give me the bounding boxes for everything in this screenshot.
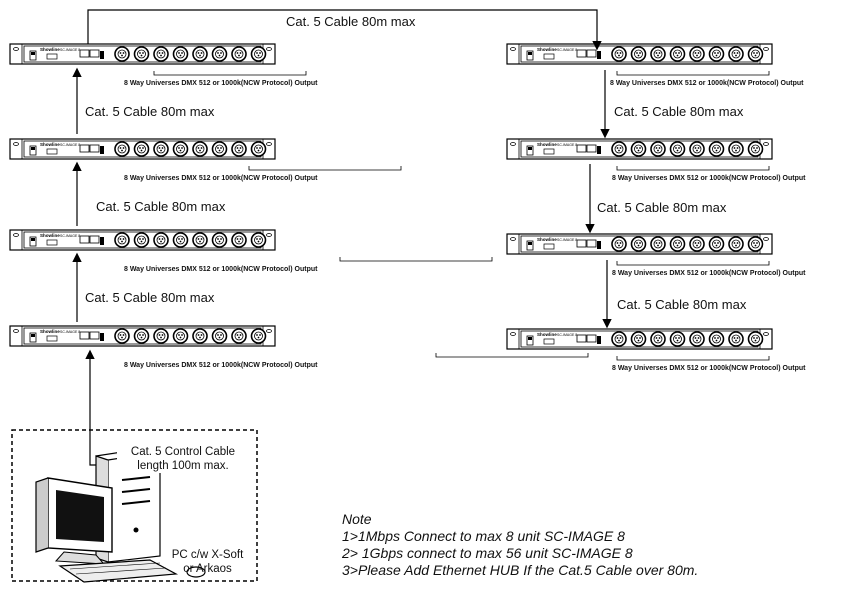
device-brand: Showline: [40, 329, 60, 334]
power-switch-icon: [526, 50, 534, 61]
ethernet-port-icon: [576, 239, 587, 248]
ethernet-port-icon: [586, 239, 597, 248]
ethernet-port-icon: [576, 144, 587, 153]
control-cable-line2: length 100m max.: [137, 460, 229, 472]
ethernet-port-icon: [89, 331, 100, 340]
device-model: SC-IMAGE 8: [60, 48, 80, 52]
device-model: SC-IMAGE 8: [60, 143, 80, 147]
note-block: Note 1>1Mbps Connect to max 8 unit SC-IM…: [342, 511, 698, 579]
cable-label-right-2: Cat. 5 Cable 80m max: [597, 200, 727, 215]
output-label-r3: 8 Way Universes DMX 512 or 1000k(NCW Pro…: [612, 270, 806, 277]
output-bracket: [616, 356, 770, 361]
output-label-l3: 8 Way Universes DMX 512 or 1000k(NCW Pro…: [124, 266, 318, 273]
pc-monitor-icon: [35, 477, 113, 565]
output-bracket: [616, 166, 770, 171]
output-label-l4: 8 Way Universes DMX 512 or 1000k(NCW Pro…: [124, 362, 318, 369]
output-label-r1: 8 Way Universes DMX 512 or 1000k(NCW Pro…: [610, 80, 804, 87]
device-brand: Showline: [40, 142, 60, 147]
ethernet-port-icon: [79, 331, 90, 340]
device-brand: Showline: [537, 237, 557, 242]
output-bracket: [616, 261, 770, 266]
note-title: Note: [342, 511, 372, 527]
note-line-2: 2> 1Gbps connect to max 56 unit SC-IMAGE…: [342, 545, 633, 561]
ethernet-port-icon: [79, 144, 90, 153]
ethernet-port-icon: [586, 49, 597, 58]
pc-mouse-icon: [186, 566, 206, 578]
device-model: SC-IMAGE 8: [557, 48, 577, 52]
cable-label-left-2: Cat. 5 Cable 80m max: [96, 199, 226, 214]
ethernet-port-icon: [89, 144, 100, 153]
ethernet-port-icon: [79, 235, 90, 244]
output-label-l1: 8 Way Universes DMX 512 or 1000k(NCW Pro…: [124, 80, 318, 87]
pc-label-line1: PC c/w X-Soft: [171, 549, 244, 561]
ethernet-port-icon: [89, 235, 100, 244]
cable-label-top: Cat. 5 Cable 80m max: [286, 14, 416, 29]
cable-label-right-3: Cat. 5 Cable 80m max: [617, 297, 747, 312]
output-bracket: [339, 257, 493, 262]
power-switch-icon: [29, 145, 37, 156]
device-model: SC-IMAGE 8: [557, 143, 577, 147]
device-model: SC-IMAGE 8: [60, 330, 80, 334]
power-switch-icon: [526, 145, 534, 156]
ethernet-port-icon: [576, 49, 587, 58]
ethernet-port-icon: [586, 334, 597, 343]
ethernet-port-icon: [89, 49, 100, 58]
control-cable-line1: Cat. 5 Control Cable: [130, 446, 236, 458]
note-line-1: 1>1Mbps Connect to max 8 unit SC-IMAGE 8: [342, 528, 625, 544]
pc-dashed-frame: [11, 429, 258, 582]
pc-label: PC c/w X-Soft or Arkaos: [160, 548, 255, 576]
device-brand: Showline: [40, 233, 60, 238]
device-model: SC-IMAGE 8: [60, 234, 80, 238]
output-bracket: [153, 71, 307, 76]
cable-label-right-1: Cat. 5 Cable 80m max: [614, 104, 744, 119]
ethernet-port-icon: [576, 334, 587, 343]
output-bracket: [248, 166, 402, 171]
pc-keyboard-icon: [58, 559, 179, 583]
output-bracket: [435, 353, 589, 358]
control-cable-label: Cat. 5 Control Cable length 100m max.: [117, 445, 249, 473]
device-brand: Showline: [40, 47, 60, 52]
output-label-r2: 8 Way Universes DMX 512 or 1000k(NCW Pro…: [612, 175, 806, 182]
device-model: SC-IMAGE 8: [557, 238, 577, 242]
pc-label-line2: or Arkaos: [183, 563, 232, 575]
ethernet-port-icon: [79, 49, 90, 58]
ethernet-port-icon: [586, 144, 597, 153]
device-brand: Showline: [537, 142, 557, 147]
power-switch-icon: [29, 50, 37, 61]
control-cable-arrow: [85, 349, 120, 466]
note-line-3: 3>Please Add Ethernet HUB If the Cat.5 C…: [342, 562, 699, 578]
device-brand: Showline: [537, 332, 557, 337]
output-bracket: [616, 71, 770, 76]
output-label-l2: 8 Way Universes DMX 512 or 1000k(NCW Pro…: [124, 175, 318, 182]
output-label-r4: 8 Way Universes DMX 512 or 1000k(NCW Pro…: [612, 365, 806, 372]
power-switch-icon: [29, 236, 37, 247]
cable-arrow-top: [87, 9, 602, 51]
power-switch-icon: [29, 332, 37, 343]
cable-label-left-1: Cat. 5 Cable 80m max: [85, 104, 215, 119]
device-brand: Showline: [537, 47, 557, 52]
power-switch-icon: [526, 335, 534, 346]
device-model: SC-IMAGE 8: [557, 333, 577, 337]
power-switch-icon: [526, 240, 534, 251]
cable-label-left-3: Cat. 5 Cable 80m max: [85, 290, 215, 305]
